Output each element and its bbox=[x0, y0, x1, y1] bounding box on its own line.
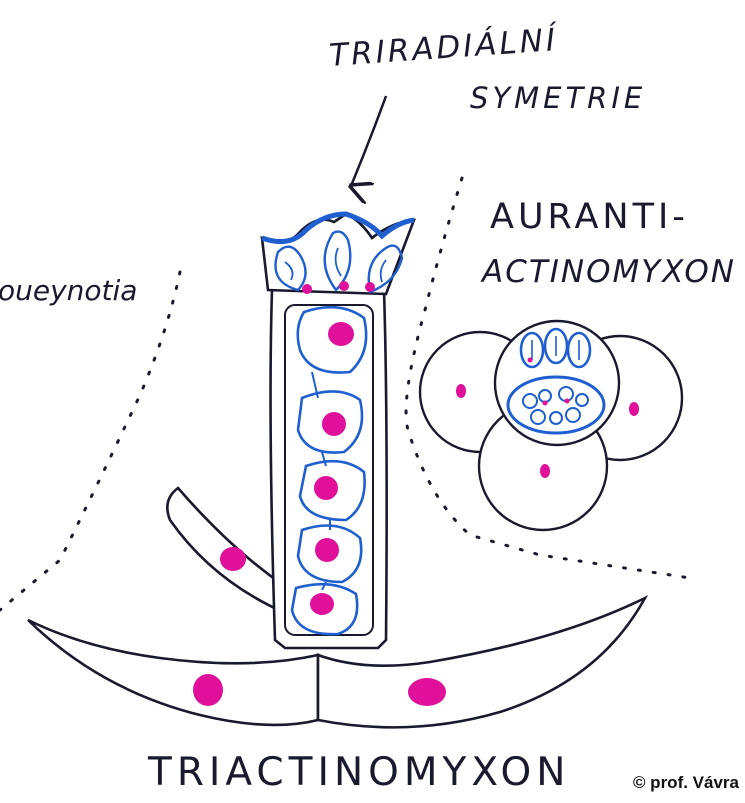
germ-nucleus bbox=[315, 538, 339, 562]
left-partial-label: oueynotia bbox=[0, 274, 137, 307]
valve-nucleus bbox=[540, 464, 550, 478]
capsule-nucleus bbox=[528, 358, 533, 363]
credit-label: © prof. Vávra bbox=[633, 773, 739, 793]
germ-nucleus bbox=[328, 322, 354, 346]
germ-nucleus bbox=[310, 593, 334, 615]
arm-nucleus bbox=[220, 547, 246, 571]
aurantia-label-line2: ACTINOMYXON bbox=[480, 254, 736, 290]
symmetry-label-line1: TRIRADIÁLNÍ bbox=[328, 22, 559, 74]
valve-nucleus bbox=[629, 402, 639, 416]
sporoplasm-nucleus bbox=[543, 401, 548, 406]
germ-nucleus bbox=[322, 412, 346, 436]
stalk bbox=[271, 290, 387, 648]
germ-nucleus bbox=[314, 476, 338, 500]
valve-nucleus bbox=[456, 384, 466, 398]
aurantia-label-line1: AURANTI- bbox=[490, 197, 689, 237]
triactinomyxon-label: TRIACTINOMYXON bbox=[147, 750, 570, 795]
capsule-nucleus bbox=[339, 281, 349, 291]
sporoplasm-nucleus bbox=[565, 399, 570, 404]
capsule-nucleus bbox=[302, 284, 312, 294]
left-dotted-separator bbox=[0, 272, 180, 610]
capsule-nucleus bbox=[365, 282, 375, 292]
arm-nucleus bbox=[408, 678, 446, 706]
symmetry-label-line2: SYMETRIE bbox=[470, 81, 646, 115]
symmetry-arrow bbox=[351, 96, 386, 186]
aurantiactinomyxon-figure bbox=[420, 321, 682, 530]
arm-nucleus bbox=[193, 674, 223, 706]
spore-body bbox=[495, 321, 619, 445]
